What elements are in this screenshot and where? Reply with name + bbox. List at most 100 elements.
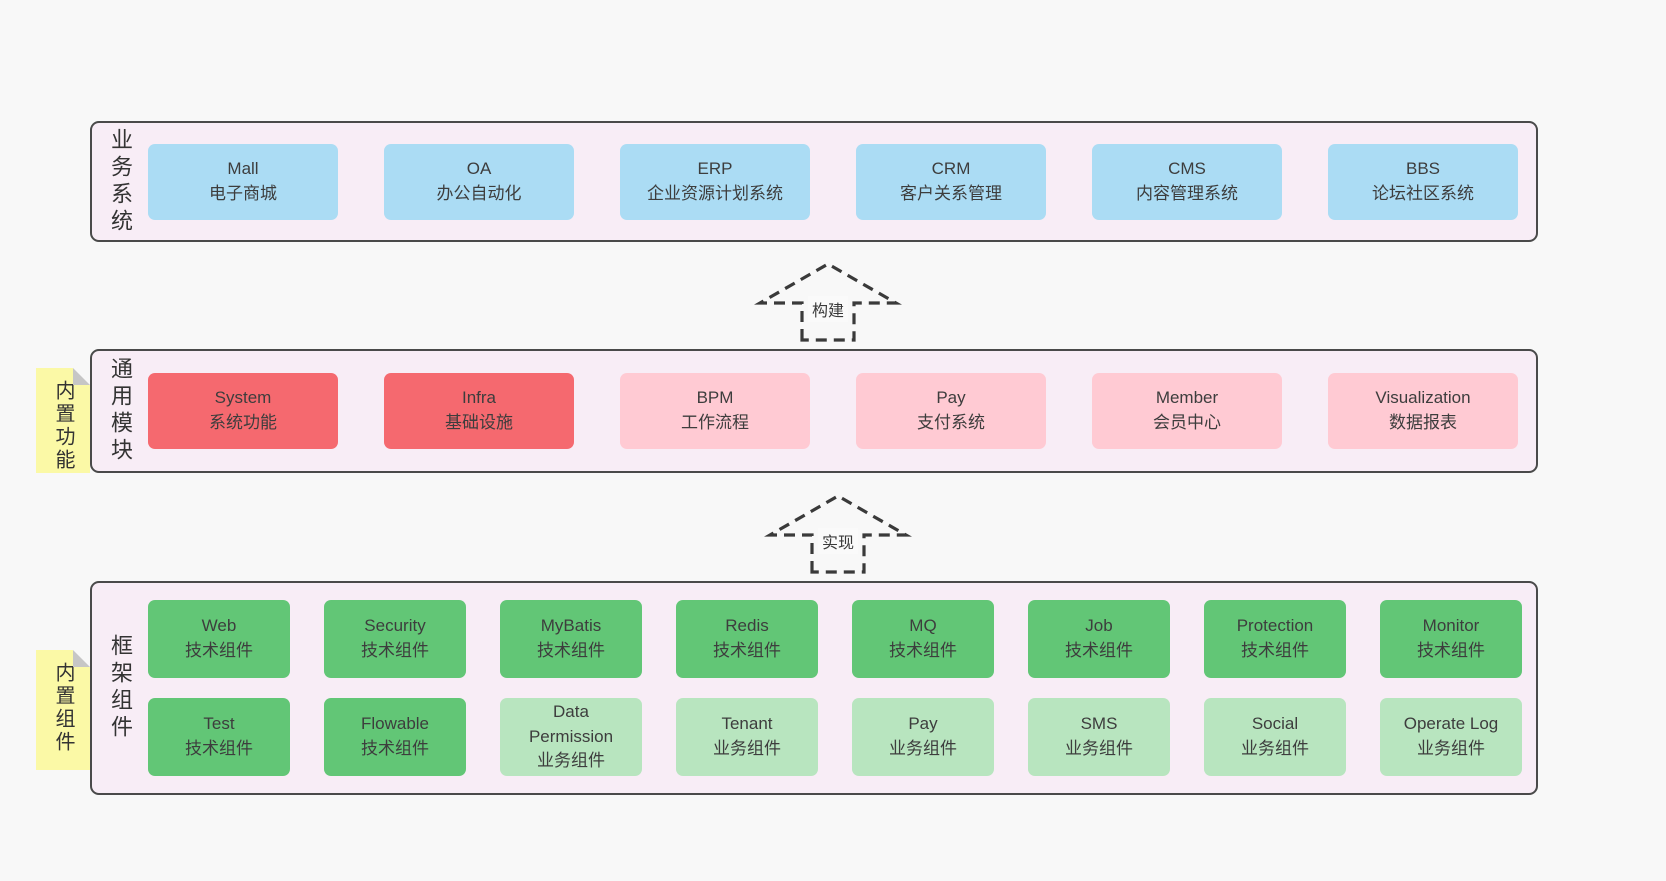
framework-row-2: Test 技术组件 Flowable 技术组件 Data Permission … <box>148 698 1522 776</box>
box-cms: CMS 内容管理系统 <box>1092 143 1282 220</box>
box-job: Job 技术组件 <box>1028 600 1170 678</box>
box-visualization: Visualization 数据报表 <box>1328 373 1518 449</box>
box-title: Protection <box>1236 616 1314 636</box>
box-data-permission: Data Permission 业务组件 <box>500 698 642 776</box>
box-subtitle: 技术组件 <box>361 739 429 758</box>
box-title: System <box>214 388 272 408</box>
box-title: Tenant <box>721 714 773 734</box>
box-subtitle: 基础设施 <box>445 413 513 432</box>
box-monitor: Monitor 技术组件 <box>1380 600 1522 678</box>
common-modules-panel: 通用模块 System 系统功能 Infra 基础设施 BPM 工作流程 Pay… <box>90 349 1538 473</box>
box-subtitle: 技术组件 <box>185 641 253 660</box>
box-title: Member <box>1155 388 1219 408</box>
box-subtitle: 内容管理系统 <box>1136 183 1238 203</box>
box-title: Monitor <box>1422 616 1480 636</box>
box-subtitle: 论坛社区系统 <box>1372 183 1474 203</box>
box-title: Mall <box>227 158 259 178</box>
box-subtitle: 技术组件 <box>1065 641 1133 660</box>
box-subtitle: 业务组件 <box>1417 739 1485 758</box>
box-subtitle: 支付系统 <box>917 413 985 432</box>
panel-label-framework: 框架组件 <box>92 583 148 793</box>
box-subtitle: 企业资源计划系统 <box>647 183 783 203</box>
box-title: OA <box>466 158 492 178</box>
box-bbs: BBS 论坛社区系统 <box>1328 143 1518 220</box>
box-member: Member 会员中心 <box>1092 373 1282 449</box>
sticky-text: 内置组件 <box>52 662 74 754</box>
box-title: Job <box>1085 616 1113 636</box>
box-subtitle: 电子商城 <box>209 183 277 203</box>
box-redis: Redis 技术组件 <box>676 600 818 678</box>
folded-corner-icon <box>73 368 90 385</box>
framework-components-panel: 框架组件 Web 技术组件 Security 技术组件 MyBatis 技术组件… <box>90 581 1538 795</box>
box-title: Security <box>364 616 426 636</box>
business-box-row: Mall 电子商城 OA 办公自动化 ERP 企业资源计划系统 CRM 客户关系… <box>148 143 1518 220</box>
box-pay-component: Pay 业务组件 <box>852 698 994 776</box>
sticky-text: 内置功能 <box>52 380 74 472</box>
box-infra: Infra 基础设施 <box>384 373 574 449</box>
box-sms: SMS 业务组件 <box>1028 698 1170 776</box>
box-title: Test <box>203 714 235 734</box>
box-subtitle: 业务组件 <box>1241 739 1309 758</box>
box-subtitle: 数据报表 <box>1389 413 1457 432</box>
box-mybatis: MyBatis 技术组件 <box>500 600 642 678</box>
box-title: ERP <box>697 158 733 178</box>
builtin-features-sticky: 内置功能 <box>36 368 90 473</box>
box-title: BPM <box>696 388 734 408</box>
box-subtitle: 技术组件 <box>889 641 957 660</box>
framework-box-grid: Web 技术组件 Security 技术组件 MyBatis 技术组件 Redi… <box>148 600 1522 776</box>
box-title: Flowable <box>360 714 430 734</box>
box-title: Visualization <box>1375 388 1471 408</box>
box-subtitle: 业务组件 <box>889 739 957 758</box>
box-operate-log: Operate Log 业务组件 <box>1380 698 1522 776</box>
framework-row-1: Web 技术组件 Security 技术组件 MyBatis 技术组件 Redi… <box>148 600 1522 678</box>
box-subtitle: 技术组件 <box>537 641 605 660</box>
box-subtitle: 业务组件 <box>537 751 605 771</box>
box-web: Web 技术组件 <box>148 600 290 678</box>
box-flowable: Flowable 技术组件 <box>324 698 466 776</box>
box-title: BBS <box>1405 158 1441 178</box>
box-bpm: BPM 工作流程 <box>620 373 810 449</box>
box-title: Pay <box>908 714 938 734</box>
box-mq: MQ 技术组件 <box>852 600 994 678</box>
box-title: SMS <box>1080 714 1118 734</box>
box-system: System 系统功能 <box>148 373 338 449</box>
box-subtitle: 技术组件 <box>1241 641 1309 660</box>
box-title: MQ <box>909 616 937 636</box>
box-subtitle: 业务组件 <box>713 739 781 758</box>
box-title: Pay <box>936 388 966 408</box>
panel-label-business: 业务系统 <box>92 123 148 240</box>
box-subtitle: 技术组件 <box>361 641 429 660</box>
box-social: Social 业务组件 <box>1204 698 1346 776</box>
panel-label-text: 业务系统 <box>108 127 133 236</box>
box-oa: OA 办公自动化 <box>384 143 574 220</box>
implement-arrow: 实现 <box>763 490 913 574</box>
box-subtitle: 系统功能 <box>209 413 277 432</box>
build-arrow: 构建 <box>753 258 903 342</box>
box-subtitle: 技术组件 <box>1417 641 1485 660</box>
box-subtitle: 业务组件 <box>1065 739 1133 758</box>
builtin-components-sticky: 内置组件 <box>36 650 90 770</box>
dashed-up-arrow-icon <box>763 494 913 574</box>
box-title: Social <box>1251 714 1299 734</box>
box-title: Operate Log <box>1403 714 1499 734</box>
box-tenant: Tenant 业务组件 <box>676 698 818 776</box>
box-title: Data Permission <box>528 702 614 746</box>
box-pay-module: Pay 支付系统 <box>856 373 1046 449</box>
box-subtitle: 工作流程 <box>681 413 749 432</box>
panel-label-modules: 通用模块 <box>92 351 148 471</box>
box-protection: Protection 技术组件 <box>1204 600 1346 678</box>
box-erp: ERP 企业资源计划系统 <box>620 143 810 220</box>
box-title: Web <box>201 616 237 636</box>
build-arrow-label: 构建 <box>807 296 849 322</box>
box-subtitle: 技术组件 <box>185 739 253 758</box>
box-subtitle: 会员中心 <box>1153 413 1221 432</box>
box-subtitle: 技术组件 <box>713 641 781 660</box>
box-title: CMS <box>1168 158 1206 178</box>
box-subtitle: 办公自动化 <box>436 183 522 203</box>
box-title: Redis <box>725 616 769 636</box>
box-title: Infra <box>461 388 497 408</box>
implement-arrow-label: 实现 <box>817 528 859 554</box>
modules-box-row: System 系统功能 Infra 基础设施 BPM 工作流程 Pay 支付系统… <box>148 373 1518 449</box>
box-mall: Mall 电子商城 <box>148 143 338 220</box>
